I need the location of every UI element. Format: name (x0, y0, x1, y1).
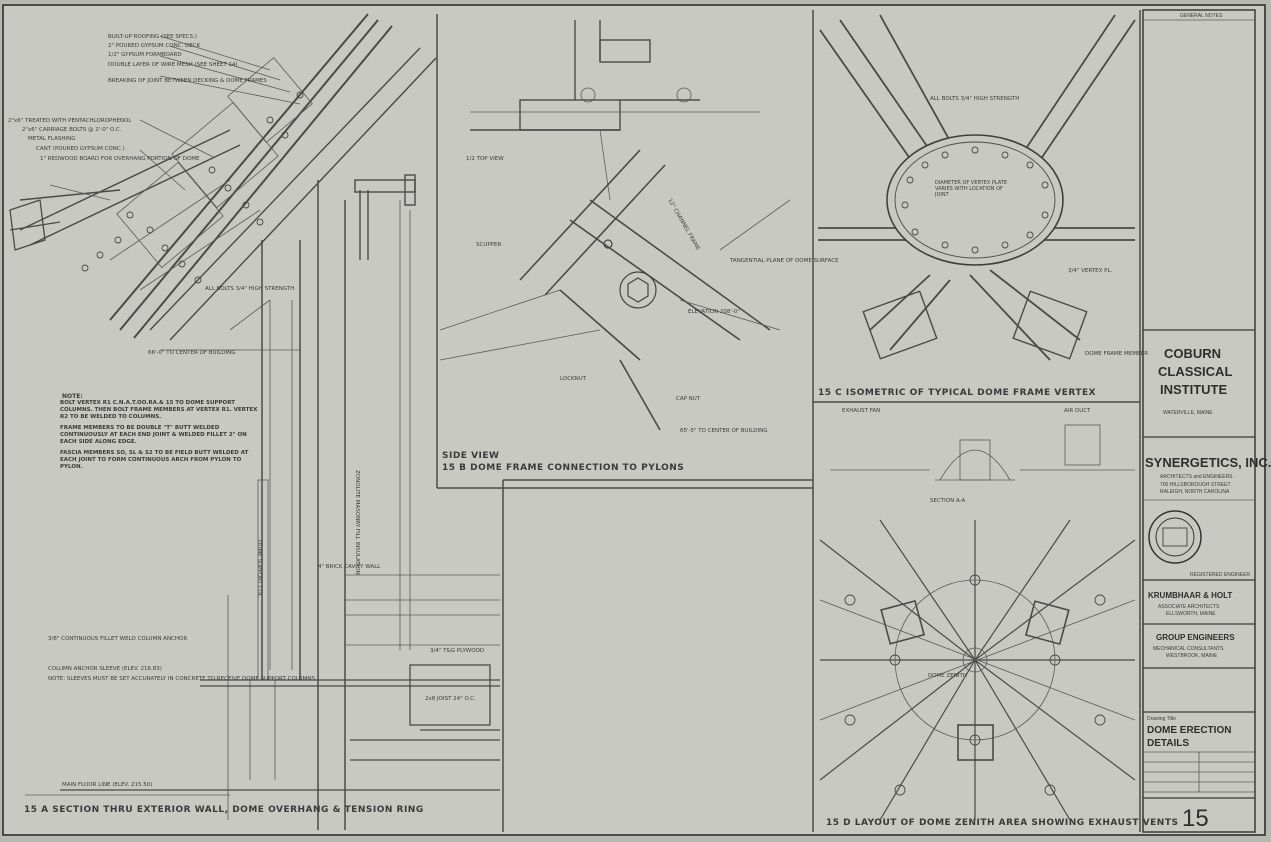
drawing-title-line2: DETAILS (1147, 738, 1189, 749)
title-block: GENERAL NOTES COBURN CLASSICAL INSTITUTE… (1142, 9, 1271, 833)
label-dome-frame-member: DOME FRAME MEMBER (1085, 351, 1148, 357)
label-brick-cavity: 4" BRICK CAVITY WALL (318, 564, 381, 570)
panel-15b-side-view: SIDE VIEW (442, 451, 499, 461)
label-metal-flashing: METAL FLASHING (28, 136, 75, 142)
label-redwood: 1" REDWOOD BOARD FOR OVERHANG PORTION OF… (40, 156, 200, 162)
label-built-up-roofing: BUILT-UP ROOFING (SEE SPECS.) (108, 34, 197, 40)
note-bolt-vertex: BOLT VERTEX R1 C.N.A.T.OO.RA.& 15 TO DOM… (60, 400, 258, 420)
group-engineers-location: WESTBROOK, MAINE (1166, 653, 1218, 659)
panel-15d-caption: 15 D LAYOUT OF DOME ZENITH AREA SHOWING … (826, 818, 1178, 828)
label-zonolite: ZONOLITE MASONRY FILL INSULATION (354, 470, 360, 575)
label-steel-plate: 3/4" VERTEX PL. (1068, 268, 1113, 274)
label-dome-surface: TANGENTIAL PLANE OF DOME SURFACE (729, 258, 839, 264)
label-cant: CANT (POURED GYPSUM CONC.) (36, 146, 125, 152)
panel-borders (436, 10, 1141, 832)
label-scupper: SCUPPER (476, 242, 501, 248)
panel-15a-section: BUILT-UP ROOFING (SEE SPECS.) 2" POURED … (8, 13, 500, 830)
label-exhaust-fan: EXHAUST FAN (842, 408, 880, 414)
assoc-architect-name: KRUMBHAAR & HOLT (1148, 591, 1232, 600)
panel-15a-caption: 15 A SECTION THRU EXTERIOR WALL, DOME OV… (24, 805, 424, 815)
label-ctr-bldg: 65'-5" TO CENTER OF BUILDING (680, 428, 768, 434)
svg-text:NOTE:: NOTE: (62, 393, 83, 400)
label-dome-zenith: DOME ZENITH (928, 673, 967, 679)
note-frame-members: FRAME MEMBERS TO BE DOUBLE "T" BUTT WELD… (60, 425, 247, 445)
label-fillet-weld: 3/8" CONTINUOUS FILLET WELD COLUMN ANCHO… (48, 636, 187, 642)
group-engineers-sub: MECHANICAL CONSULTANTS (1153, 646, 1224, 652)
client-name-line3: INSTITUTE (1160, 382, 1227, 397)
label-sleeve-note: NOTE: SLEEVES MUST BE SET ACCURATELY IN … (48, 676, 315, 682)
general-notes-label: GENERAL NOTES (1180, 13, 1223, 19)
assoc-architect-sub: ASSOCIATE ARCHITECTS (1158, 604, 1220, 610)
panel-15c-vertex: ALL BOLTS 3/4" HIGH STRENGTH DIAMETER OF… (818, 14, 1148, 398)
label-wire-mesh: DOUBLE LAYER OF WIRE MESH (SEE SHEET 14) (108, 62, 238, 68)
label-to-center: 66'-0" TO CENTER OF BUILDING (148, 350, 236, 356)
label-main-floor: MAIN FLOOR LINE (ELEV. 215.50) (62, 782, 152, 788)
label-gypsum-deck: 2" POURED GYPSUM CONC. DECK (108, 43, 201, 49)
label-section-aa: SECTION A-A (930, 498, 965, 504)
group-engineers-name: GROUP ENGINEERS (1156, 633, 1235, 642)
drawing-title-line1: DOME ERECTION (1147, 725, 1231, 736)
firm-subtitle: ARCHITECTS and ENGINEERS (1160, 474, 1233, 480)
label-carriage-bolts: 2"x6" CARRIAGE BOLTS @ 2'-0" O.C. (22, 127, 122, 133)
label-dome-support-col: DOME SUPPORT COL. (256, 540, 262, 599)
label-elevation: ELEVATION 208'-0" (688, 309, 740, 315)
panel-15a-notes: NOTE: BOLT VERTEX R1 C.N.A.T.OO.RA.& 15 … (60, 393, 258, 470)
label-breaking-joint: BREAKING OF JOINT BETWEEN DECKING & DOME… (108, 78, 267, 84)
client-location: WATERVILLE, MAINE (1163, 410, 1213, 416)
label-plywood: 3/4" T&G PLYWOOD (430, 648, 484, 654)
note-fascia-members: FASCIA MEMBERS SO, SL & S2 TO BE FIELD B… (60, 450, 249, 470)
label-all-bolts-c: ALL BOLTS 3/4" HIGH STRENGTH (930, 96, 1019, 102)
firm-address1: 700 HILLSBOROUGH STREET (1160, 482, 1231, 488)
engineer-seal-icon (1148, 510, 1202, 564)
sheet-number: 15 (1182, 805, 1209, 832)
firm-address2: RALEIGH, NORTH CAROLINA (1160, 489, 1230, 495)
label-cap-nut: CAP NUT (676, 396, 701, 402)
assoc-architect-location: ELLSWORTH, MAINE (1166, 611, 1216, 617)
client-name-line1: COBURN (1164, 346, 1221, 361)
label-treated-timber: 2"x6" TREATED WITH PENTACHLOROPHENOL (8, 118, 132, 124)
panel-15b-caption: 15 B DOME FRAME CONNECTION TO PYLONS (442, 463, 684, 473)
label-locknut: LOCKNUT (560, 376, 587, 382)
seal-caption: REGISTERED ENGINEER (1190, 572, 1250, 578)
label-top-view: 1/2 TOP VIEW (466, 156, 504, 162)
label-column-anchor: COLUMN ANCHOR SLEEVE (ELEV. 216.83) (48, 666, 162, 672)
firm-name: SYNERGETICS, INC. (1145, 455, 1271, 470)
client-name-line2: CLASSICAL (1158, 364, 1232, 379)
label-vertex-plate: DIAMETER OF VERTEX PLATE VARIES WITH LOC… (935, 180, 1007, 198)
label-air-duct: AIR DUCT (1064, 408, 1091, 414)
label-all-bolts: ALL BOLTS 3/4" HIGH STRENGTH (205, 286, 294, 292)
panel-15d-zenith: EXHAUST FAN AIR DUCT SECTION A-A (819, 408, 1178, 828)
panel-15c-caption: 15 C ISOMETRIC OF TYPICAL DOME FRAME VER… (818, 388, 1096, 398)
drawing-title-label: Drawing Title (1147, 716, 1176, 722)
label-joist: 2x8 JOIST 24" O.C. (425, 696, 476, 702)
label-gypsum-board: 1/2" GYPSUM FORMBOARD (108, 52, 182, 58)
